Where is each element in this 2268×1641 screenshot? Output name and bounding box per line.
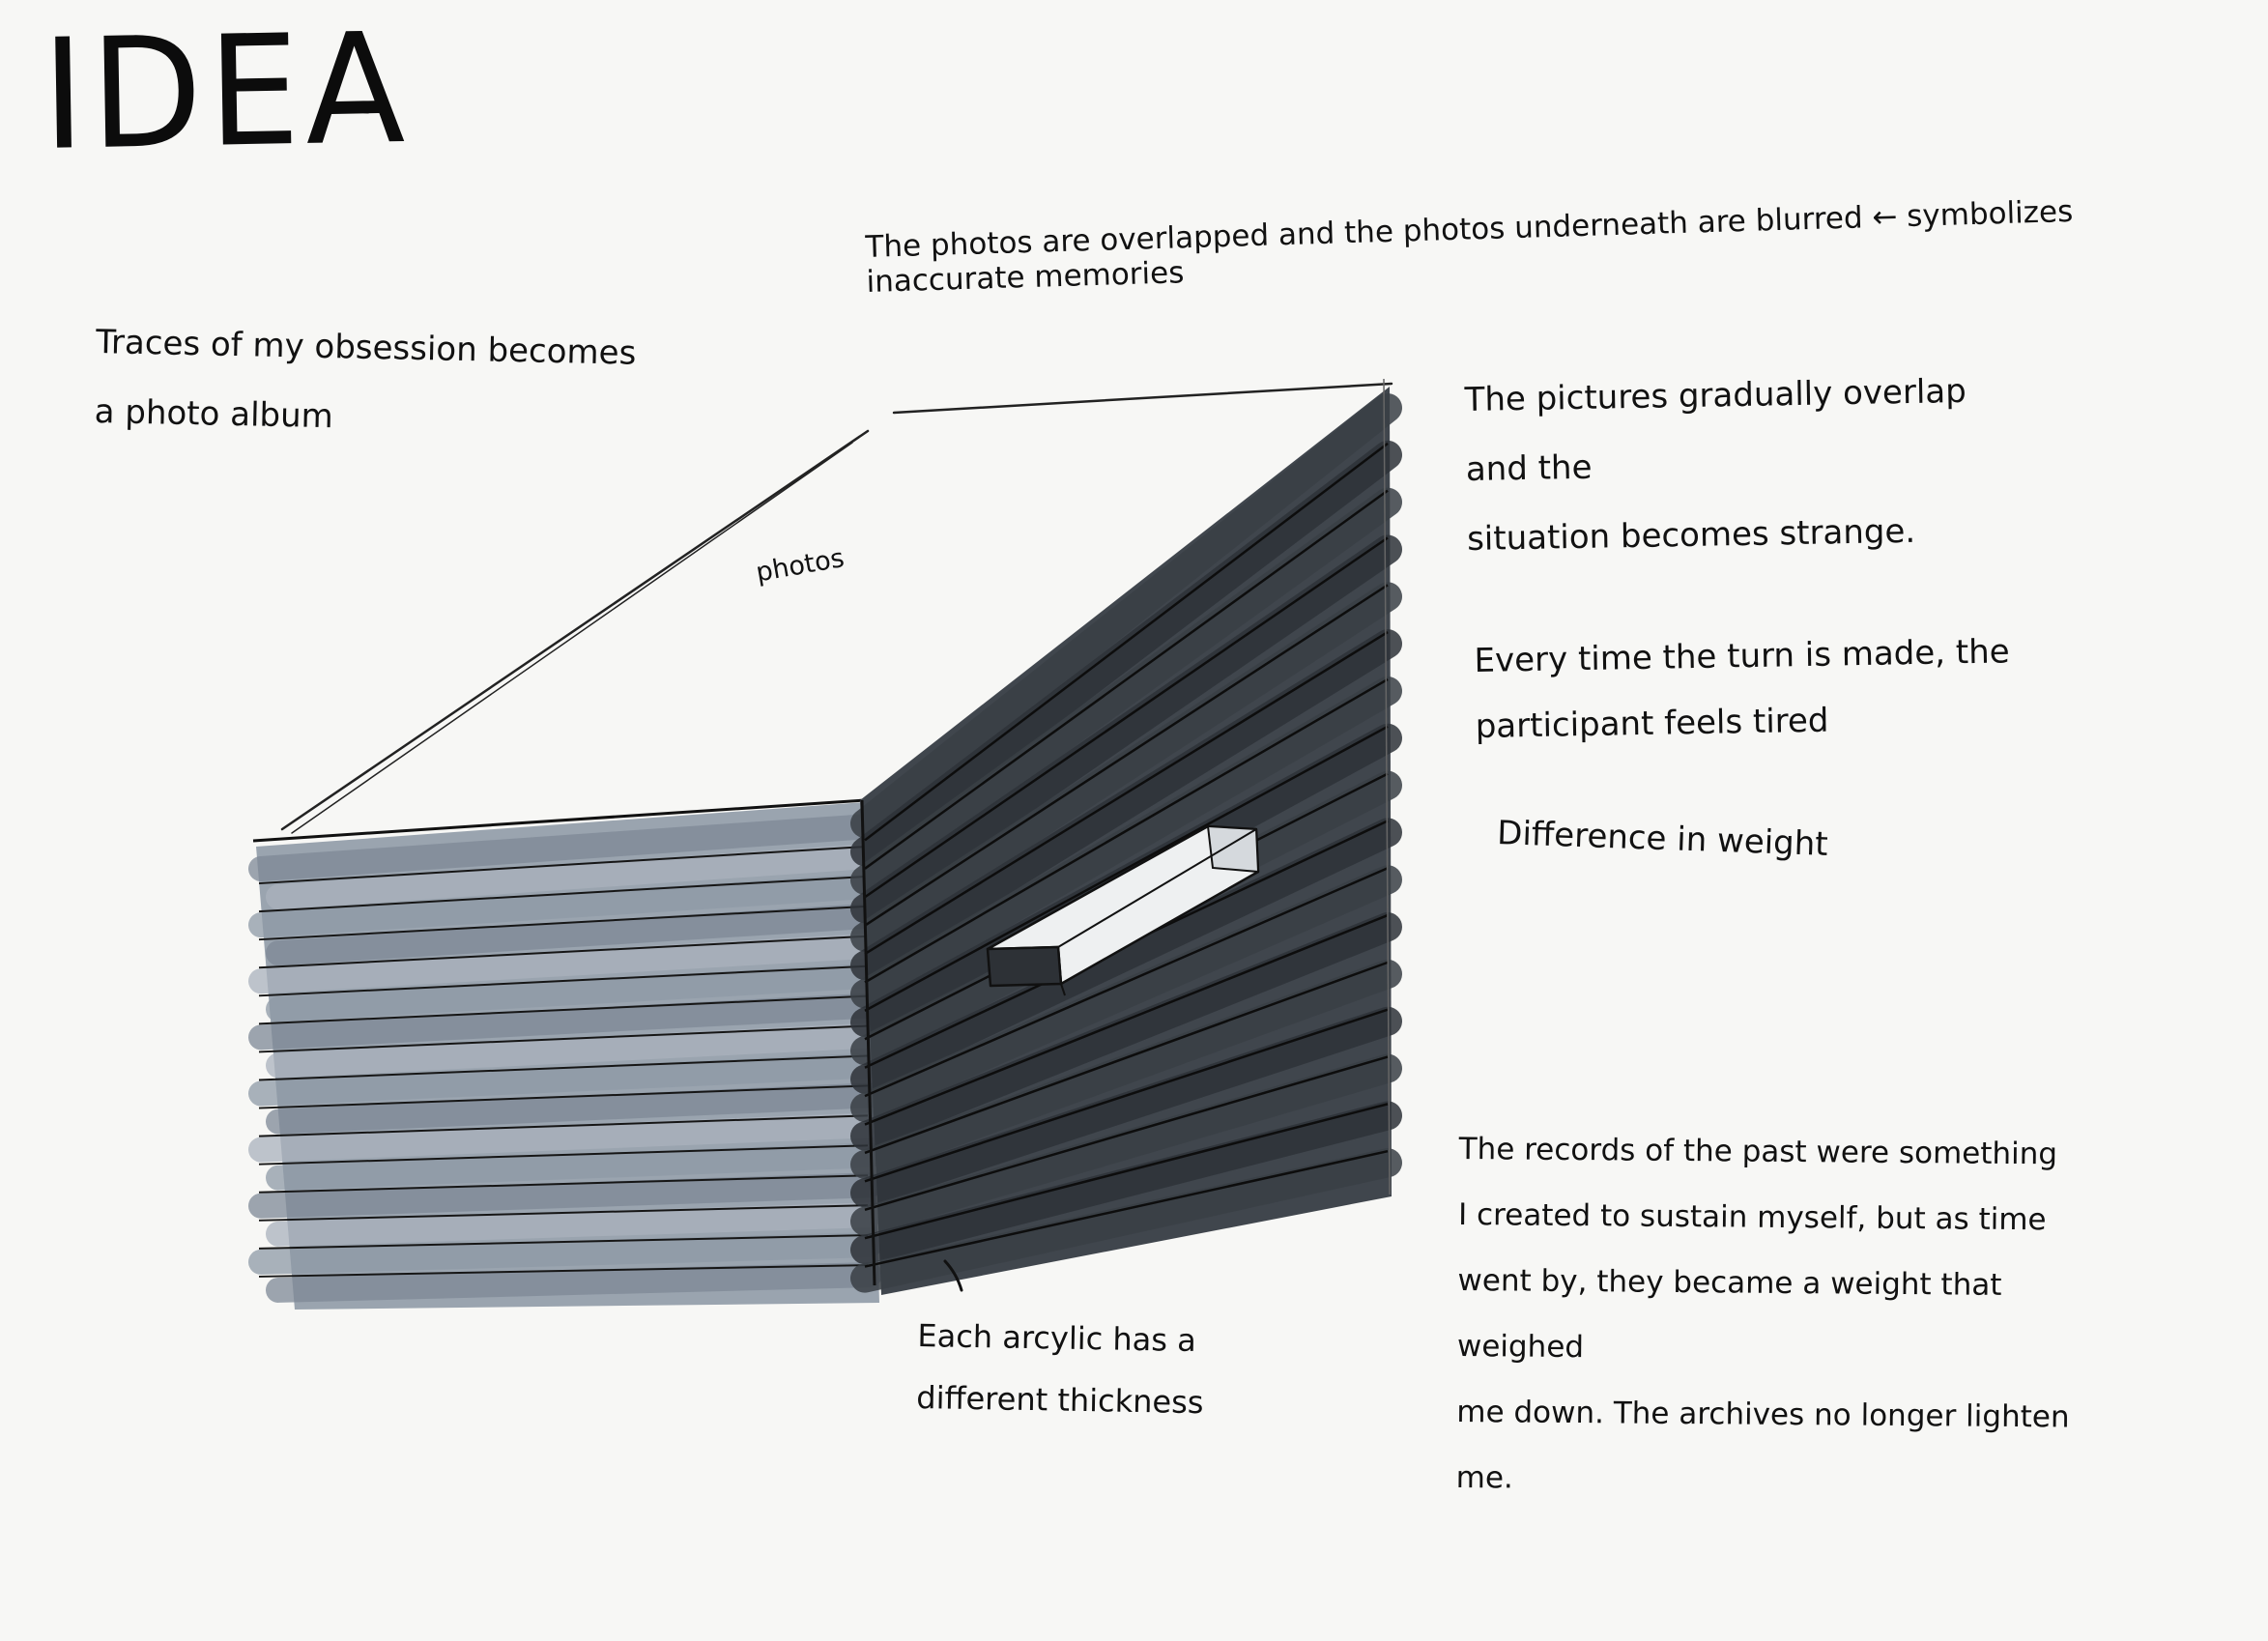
side-marker-stroke — [850, 1101, 1402, 1265]
front-layer-lines — [258, 845, 869, 1278]
front-layer-line — [258, 1264, 869, 1278]
handle-tick-line — [1060, 983, 1066, 996]
handle-slot — [986, 824, 1260, 996]
front-layer-line — [258, 1054, 869, 1081]
front-layer-line — [258, 1114, 869, 1137]
front-layer-line — [258, 1174, 869, 1194]
side-marker-stroke — [850, 393, 1402, 838]
side-layer-line — [864, 913, 1389, 1126]
side-marker-stroke — [850, 818, 1402, 1094]
side-layer-line — [864, 677, 1389, 984]
front-marker-stroke — [266, 963, 882, 1022]
front-marker-strokes — [248, 814, 882, 1303]
front-layer-line — [258, 1084, 869, 1109]
front-marker-stroke — [248, 873, 882, 938]
side-layer-line — [864, 631, 1389, 956]
front-marker-stroke — [266, 1262, 882, 1303]
front-marker-stroke — [248, 933, 882, 994]
side-marker-stroke — [850, 865, 1402, 1123]
side-layer-line — [864, 1055, 1389, 1211]
side-marker-stroke — [850, 582, 1402, 952]
front-marker-stroke — [266, 1022, 882, 1079]
side-layer-line — [864, 442, 1389, 842]
side-layer-line — [864, 725, 1389, 1012]
front-marker-stroke — [266, 1202, 882, 1247]
side-marker-stroke — [850, 629, 1402, 981]
side-layer-line — [864, 489, 1389, 870]
front-marker-stroke — [248, 814, 882, 881]
front-layer-line — [258, 905, 869, 941]
front-marker-stroke — [266, 843, 882, 910]
front-marker-stroke — [248, 1112, 882, 1163]
side-marker-stroke — [850, 534, 1402, 924]
front-marker-stroke — [266, 1142, 882, 1191]
front-face-stack — [248, 798, 882, 1310]
handle-front-face — [986, 945, 1063, 988]
handle-ridge-line — [1057, 828, 1257, 948]
side-layer-line — [864, 1008, 1389, 1183]
front-layer-line — [258, 1204, 869, 1222]
side-layer-line — [864, 867, 1389, 1098]
front-marker-stroke — [248, 1052, 882, 1107]
side-back-edge-line — [1383, 378, 1391, 1195]
side-marker-stroke — [850, 487, 1402, 895]
front-layer-line — [258, 1144, 869, 1166]
front-marker-stroke — [248, 1172, 882, 1219]
side-marker-stroke — [850, 440, 1402, 867]
top-face-outline — [280, 382, 1393, 834]
side-layer-line — [864, 1103, 1389, 1240]
top-back-edge-line — [892, 382, 1393, 415]
top-left-edge-line-double — [291, 442, 853, 834]
side-layer-line — [864, 584, 1389, 927]
side-face-stack — [850, 378, 1402, 1295]
handle-end-face — [1206, 824, 1260, 874]
front-layer-line — [258, 875, 869, 913]
side-marker-stroke — [850, 959, 1402, 1179]
front-layer-line — [258, 1234, 869, 1250]
front-top-edge-line — [252, 798, 866, 843]
front-marker-stroke — [248, 1232, 882, 1275]
front-layer-line — [258, 1024, 869, 1053]
side-marker-stroke — [850, 1148, 1402, 1293]
acrylic-pointer-line — [943, 1259, 963, 1292]
side-marker-stroke — [850, 1053, 1402, 1236]
side-layer-line — [864, 961, 1389, 1155]
top-left-edge-line — [280, 429, 870, 831]
side-layer-line — [864, 536, 1389, 899]
front-marker-stroke — [266, 1082, 882, 1135]
front-layer-line — [258, 964, 869, 997]
side-marker-stroke — [850, 912, 1402, 1151]
side-marker-strokes — [850, 393, 1402, 1293]
side-marker-stroke — [850, 1006, 1402, 1208]
side-layer-line — [864, 1149, 1389, 1268]
front-layer-line — [258, 935, 869, 969]
front-layer-line — [258, 994, 869, 1025]
front-layer-line — [258, 845, 869, 885]
front-marker-stroke — [248, 993, 882, 1051]
front-marker-stroke — [266, 903, 882, 966]
corner-edge-line — [860, 799, 876, 1286]
side-marker-stroke — [850, 676, 1402, 1009]
